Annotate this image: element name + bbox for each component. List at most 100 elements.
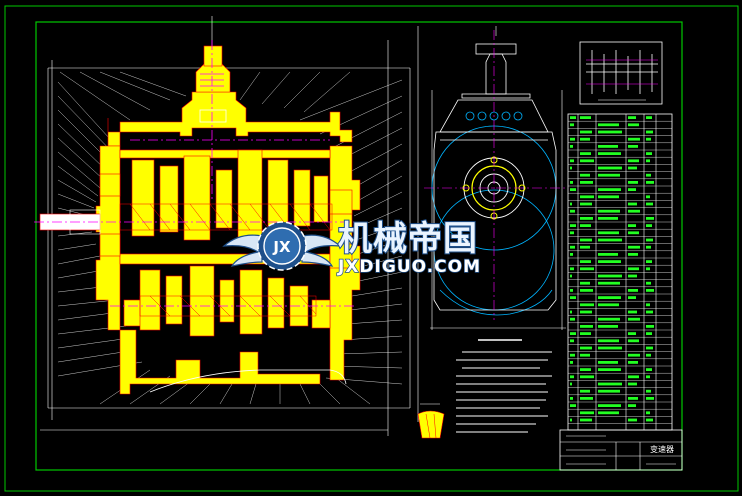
bom-cell-mark [628,116,636,119]
bom-cell-mark [646,418,653,422]
bom-cell-mark [570,253,573,256]
bom-cell-mark [646,260,652,263]
bom-cell-mark [580,332,591,335]
bom-cell-mark [570,116,576,119]
bom-cell-mark [646,325,654,328]
bom-cell-mark [598,325,618,328]
gearbox-section-view [34,16,419,436]
bom-cell-mark [628,231,639,235]
bom-cell-mark [570,159,574,163]
bom-cell-mark [598,411,619,415]
bom-cell-mark [598,404,621,407]
bom-cell-mark [580,159,594,163]
bom-cell-mark [646,195,650,199]
main-shaft-gears [131,149,329,241]
bom-cell-mark [570,418,572,422]
bom-cell-mark [628,353,640,357]
bom-cell-mark [628,418,637,422]
bom-cell-mark [628,339,639,343]
bom-cell-mark [646,238,653,242]
bom-cell-mark [570,267,574,271]
leader-lines-right [239,71,403,385]
bom-cell-mark [598,346,622,350]
bom-cell-mark [646,137,651,141]
technical-requirements [456,339,552,433]
bom-cell-text [570,116,654,422]
bom-cell-mark [628,310,637,314]
bom-cell-mark [580,238,592,242]
bom-cell-mark [598,361,618,364]
bom-cell-mark [570,317,575,321]
bom-cell-mark [646,159,650,163]
bom-cell-mark [598,368,621,371]
bom-cell-mark [598,296,621,299]
bom-cell-mark [628,224,636,227]
bom-cell-mark [646,202,653,206]
bom-cell-mark [580,267,594,271]
bom-cell-mark [628,166,637,170]
bom-cell-mark [646,397,654,400]
bom-cell-mark [598,339,619,343]
bom-cell-mark [580,152,591,155]
section-dimension-lines [40,16,419,436]
bom-cell-mark [628,267,639,271]
bom-cell-mark [646,152,652,155]
watermark-logo: JX 机械帝国 JXDIGUO.COM [222,218,481,278]
bom-cell-mark [598,382,622,386]
bom-cell-mark [580,397,593,400]
bom-cell-mark [598,303,619,307]
bom-cell-mark [570,404,576,407]
bom-cell-mark [570,181,573,184]
bom-cell-mark [598,260,621,263]
bom-cell-mark [580,281,590,285]
bom-cell-mark [580,389,590,393]
title-block-title: 变速器 [650,444,674,454]
bom-cell-mark [570,224,576,227]
bom-cell-mark [580,289,593,292]
bom-cell-mark [570,137,575,141]
bom-cell-mark [580,181,593,184]
bom-cell-mark [598,217,618,220]
bom-cell-mark [570,123,574,127]
gearbox-side-view [424,26,566,330]
bom-cell-mark [646,353,651,357]
emblem-text: JX [272,238,291,256]
bom-cell-mark [598,253,618,256]
bom-cell-mark [580,224,591,227]
bom-cell-mark [628,375,639,379]
bom-cell-mark [646,368,652,371]
bom-cell-mark [598,231,619,235]
bom-cell-mark [570,166,572,170]
bom-cell-mark [580,195,594,199]
bom-row-lines [568,120,672,424]
watermark-brand-en: JXDIGUO.COM [337,257,481,277]
bom-cell-mark [646,181,654,184]
bom-cell-mark [570,397,573,400]
side-view-outline [433,43,557,311]
bom-cell-mark [580,353,590,357]
bom-cell-mark [580,368,591,371]
bom-cell-mark [570,289,573,292]
bom-cell-mark [598,166,622,170]
bom-cell-mark [570,332,576,335]
bom-cell-mark [580,303,594,307]
housing-section [95,45,361,395]
oil-pan-outline [149,369,347,393]
bom-cell-mark [598,123,619,127]
bom-cell-mark [646,281,651,285]
bom-cell-mark [646,116,652,119]
bom-cell-mark [598,152,621,155]
wing-right-shape [301,234,342,267]
bom-cell-mark [628,382,637,386]
bom-cell-mark [570,231,574,235]
wing-left-shape [222,234,263,267]
bom-cell-mark [580,245,590,249]
bom-cell-mark [646,224,652,227]
drawing-frame [4,5,739,492]
bom-cell-mark [646,267,650,271]
bom-cell-mark [646,411,650,415]
bom-cell-mark [598,130,622,134]
parts-list-table [567,113,673,431]
bom-cell-mark [598,274,622,278]
bom-cell-mark [646,346,653,350]
